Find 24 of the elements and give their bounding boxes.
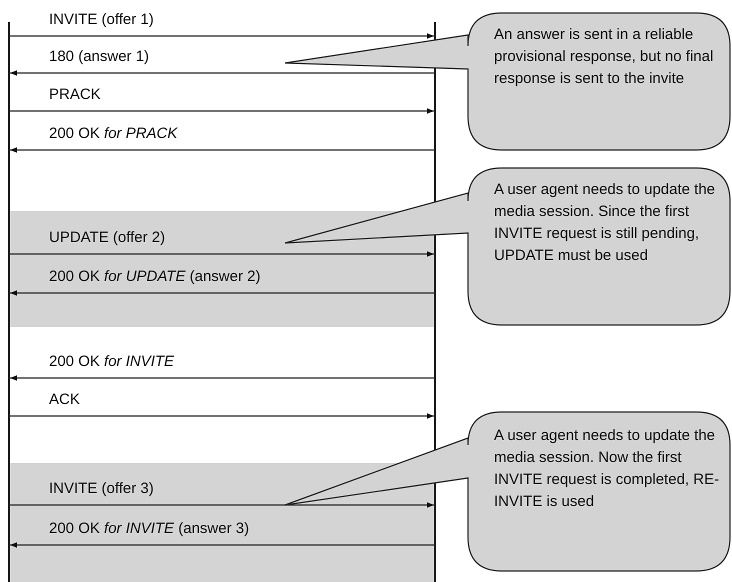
- message-arrow: [10, 502, 434, 508]
- lifeline: [8, 22, 10, 582]
- message-label: 200 OK for UPDATE (answer 2): [49, 268, 260, 286]
- message-label: INVITE (offer 1): [49, 11, 154, 29]
- callout-text: A user agent needs to update the media session. Now the first INVITE request is completed, RE-INVITE is used: [494, 426, 720, 512]
- message-label: 180 (answer 1): [49, 48, 150, 66]
- message-label: INVITE (offer 3): [49, 480, 154, 498]
- message-label: 200 OK for PRACK: [49, 125, 178, 143]
- message-label: ACK: [49, 391, 80, 409]
- message-label: UPDATE (offer 2): [49, 229, 166, 247]
- message-arrow: [10, 108, 434, 114]
- message-label: 200 OK for INVITE: [49, 353, 174, 371]
- message-label: 200 OK for INVITE (answer 3): [49, 520, 250, 538]
- message-arrow: [10, 542, 434, 548]
- message-label: PRACK: [49, 86, 101, 104]
- message-arrow: [10, 251, 434, 257]
- callout-text: An answer is sent in a reliable provisional response, but no final response is sent to the invite: [494, 25, 714, 89]
- callout-text: A user agent needs to update the media session. Since the first INVITE request is still pending, UPDATE must be used: [494, 180, 716, 266]
- message-arrow: [10, 375, 434, 381]
- message-arrow: [10, 147, 434, 153]
- message-arrow: [10, 33, 434, 39]
- message-arrow: [10, 70, 434, 76]
- message-arrow: [10, 290, 434, 296]
- message-arrow: [10, 413, 434, 419]
